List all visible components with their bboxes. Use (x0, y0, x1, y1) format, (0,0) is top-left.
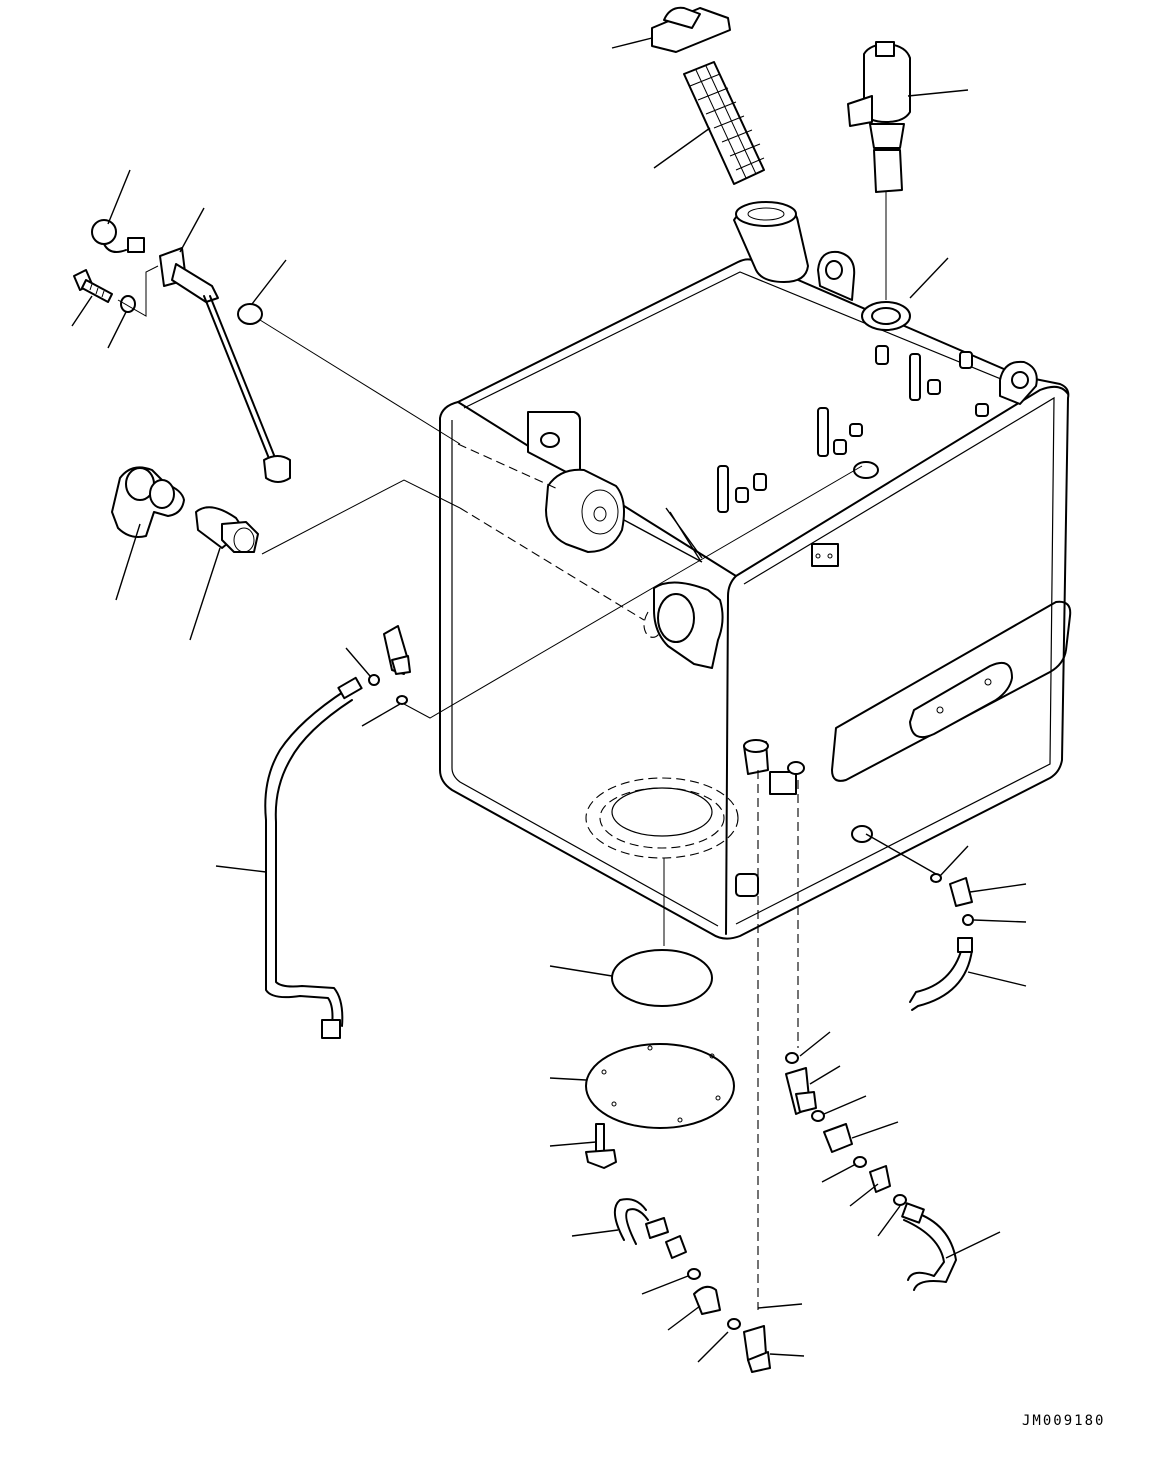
bottom-port-ring (585, 777, 739, 859)
float-level-sensor (159, 247, 291, 483)
straight-fitting (949, 877, 973, 907)
side-drain-hose (909, 937, 973, 1011)
elbow-adapter (111, 466, 185, 538)
return-hose-fittings (785, 1052, 957, 1291)
suction-hose-fittings (613, 1198, 771, 1373)
lifting-lug-right (999, 360, 1038, 405)
bottom-cover-plate (585, 1043, 735, 1129)
tank-inspection-plate (909, 662, 1013, 738)
sensor-o-ring (237, 303, 263, 325)
lifting-lug-top (817, 250, 856, 301)
callout-leaders (71, 37, 1027, 1363)
drain-hose (264, 676, 363, 1039)
tank-front-face (439, 258, 1070, 940)
o-ring (368, 674, 380, 686)
lifting-lug-left (527, 411, 581, 476)
mount-bracket (811, 543, 839, 567)
filler-cap (651, 6, 731, 53)
plug-small-2 (930, 873, 942, 883)
mounting-studs (717, 345, 989, 513)
cover-gasket (611, 949, 713, 1007)
hydraulic-tank (439, 201, 1072, 940)
cover-bolt (585, 1123, 617, 1169)
tank-side-cover (831, 600, 1072, 782)
sensor-bolt (73, 269, 136, 313)
drawing-reference-code: JM009180 (1022, 1413, 1106, 1429)
drain-plug (195, 506, 259, 553)
plug-small (396, 695, 408, 705)
breather-valve (847, 41, 911, 193)
sight-gauge (545, 468, 625, 553)
level-sensor-connector (91, 219, 145, 253)
breather-port (861, 301, 911, 331)
filler-strainer (683, 61, 765, 185)
